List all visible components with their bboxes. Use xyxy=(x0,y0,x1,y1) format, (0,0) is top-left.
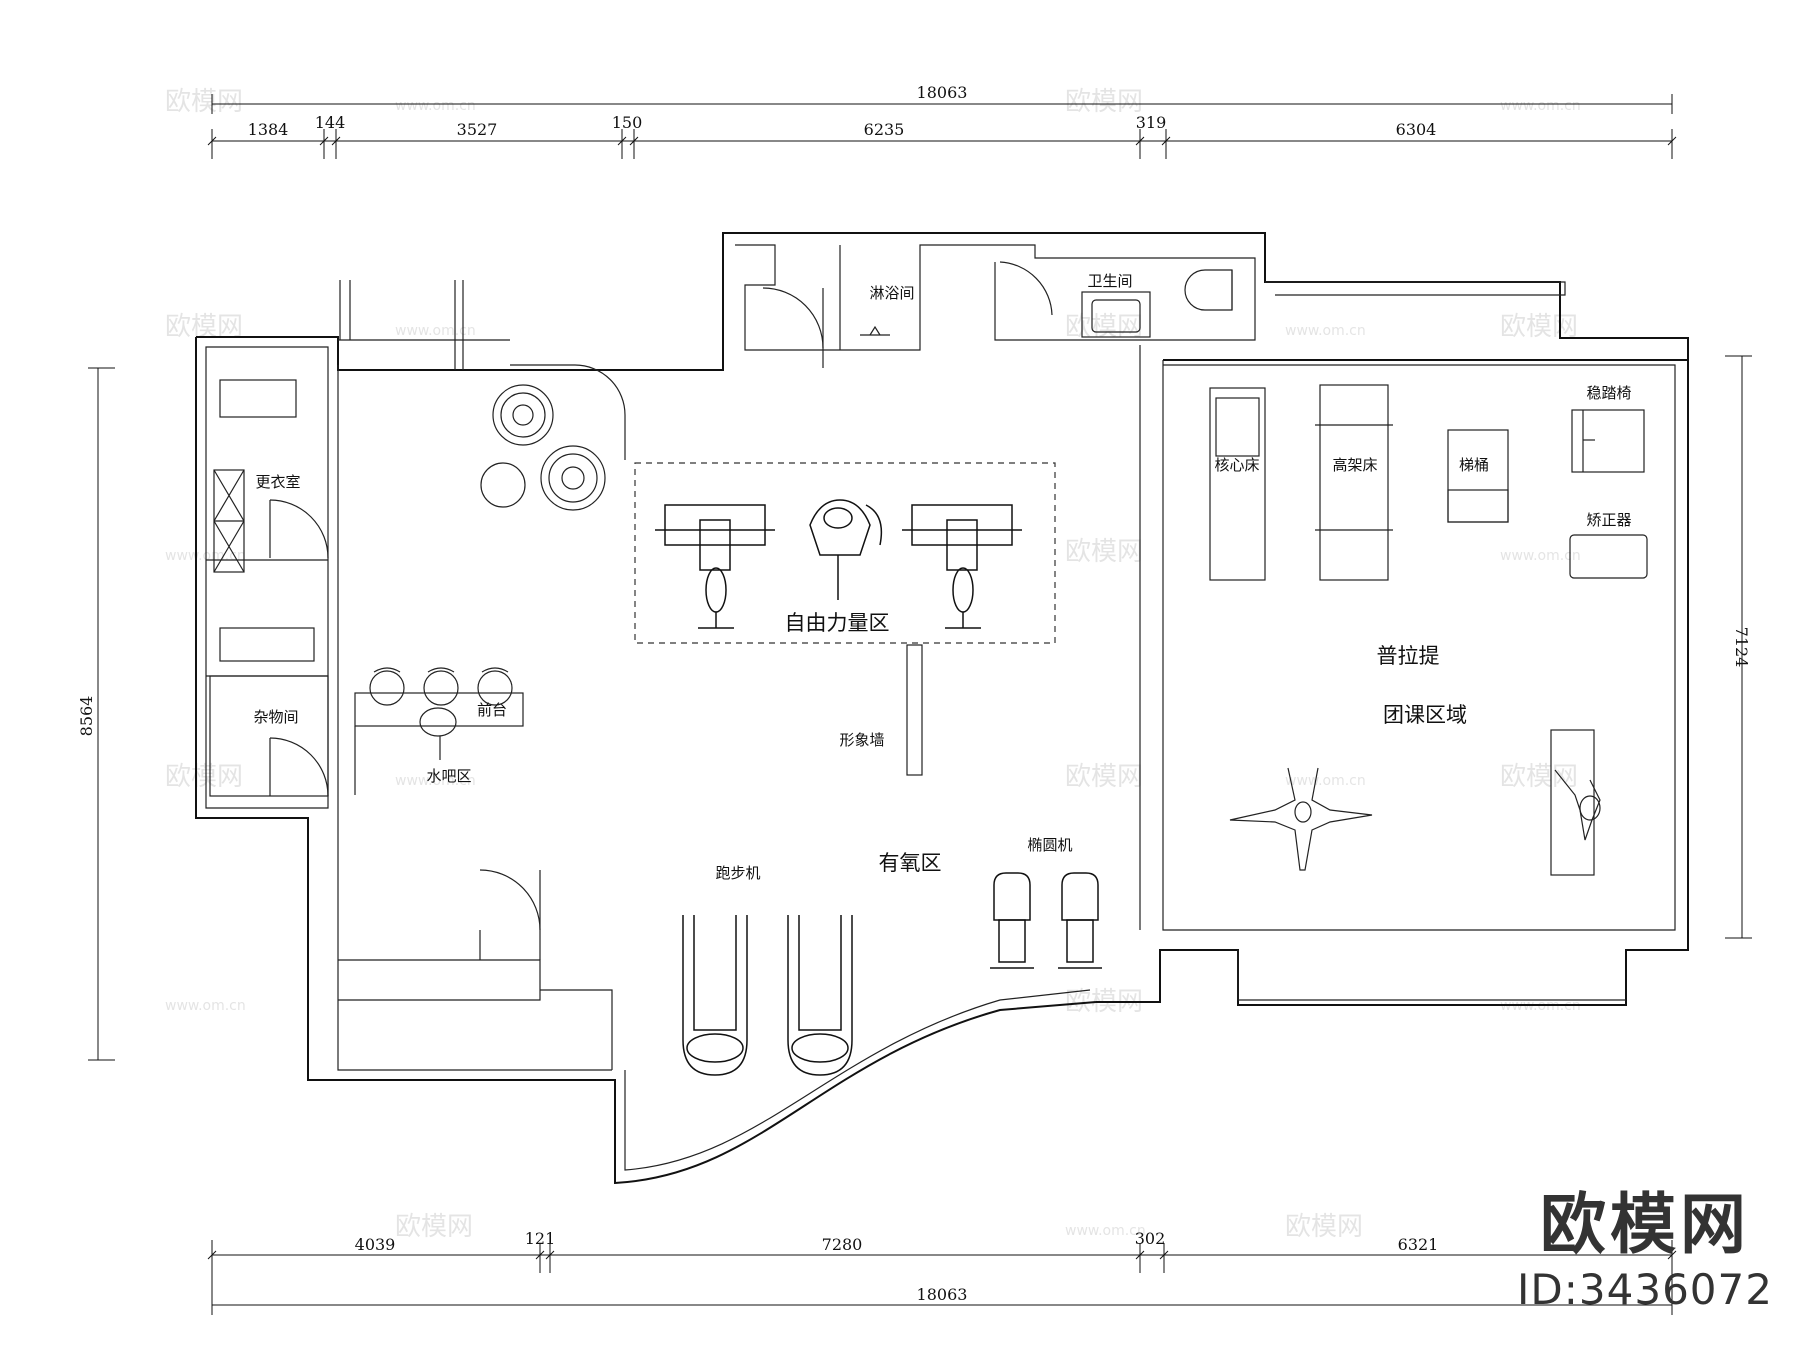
brand-name: 欧模网 xyxy=(1540,1186,1750,1263)
entrance-doors xyxy=(338,280,626,460)
watermark-tile: www.om.cn xyxy=(395,773,476,789)
core-bed xyxy=(1209,387,1266,581)
dim-left: 8564 xyxy=(77,696,96,737)
watermark-tile: 欧模网 xyxy=(165,762,243,792)
dim-bottom-total: 18063 xyxy=(917,1285,968,1304)
dim-top-3: 3527 xyxy=(457,120,498,139)
barrel xyxy=(1447,429,1509,523)
watermark-tile: www.om.cn xyxy=(395,323,476,339)
stability-chair xyxy=(1571,409,1645,473)
image-wall xyxy=(906,644,923,776)
label-core-bed: 核心床 xyxy=(1214,456,1259,474)
dim-top-2: 144 xyxy=(315,113,346,132)
label-treadmill: 跑步机 xyxy=(715,864,760,882)
watermark-tile: 欧模网 xyxy=(1065,87,1143,117)
dim-bottom-4: 302 xyxy=(1135,1229,1166,1248)
label-front-desk: 前台 xyxy=(477,701,507,719)
watermark-tile: www.om.cn xyxy=(1285,773,1366,789)
label-shower: 淋浴间 xyxy=(869,284,914,302)
weight-machine-1 xyxy=(655,504,775,629)
cadillac xyxy=(1315,384,1393,581)
dim-top-6: 319 xyxy=(1136,113,1167,132)
left-dimension-line xyxy=(88,367,115,1061)
right-dimension-line xyxy=(1725,355,1752,939)
watermark-tile: 欧模网 xyxy=(1065,537,1143,567)
weight-machine-3 xyxy=(902,504,1022,629)
label-image-wall: 形象墙 xyxy=(839,731,884,749)
top-dimension-lines xyxy=(207,94,1677,159)
watermark-tile: www.om.cn xyxy=(1065,1223,1146,1239)
pilates-room xyxy=(1139,281,1688,1001)
bottom-dimension-lines xyxy=(207,1240,1677,1315)
label-changing-room: 更衣室 xyxy=(255,473,300,491)
dim-bottom-5: 6321 xyxy=(1398,1235,1439,1254)
dim-top-4: 150 xyxy=(612,113,643,132)
watermark-tile: www.om.cn xyxy=(165,548,246,564)
dim-top-5: 6235 xyxy=(864,120,905,139)
watermark-tile: www.om.cn xyxy=(1500,98,1581,114)
watermark-tile: 欧模网 xyxy=(1065,762,1143,792)
dim-top-total: 18063 xyxy=(917,83,968,102)
label-restroom: 卫生间 xyxy=(1087,272,1132,290)
label-elliptical: 椭圆机 xyxy=(1027,836,1072,854)
dim-right: 7124 xyxy=(1732,627,1751,668)
brand-watermark: 欧模网 ID:3436072 xyxy=(1510,1185,1780,1315)
model-id: ID:3436072 xyxy=(1517,1265,1773,1314)
watermark-tile: 欧模网 xyxy=(165,87,243,117)
label-stability-chair: 稳踏椅 xyxy=(1586,384,1631,402)
dim-bottom-1: 4039 xyxy=(355,1235,396,1254)
elliptical-machines xyxy=(990,872,1102,969)
storage-room xyxy=(209,675,329,797)
label-free-weights: 自由力量区 xyxy=(785,611,890,635)
shower-room xyxy=(735,244,985,368)
dim-top-7: 6304 xyxy=(1396,120,1437,139)
dim-bottom-2: 121 xyxy=(525,1229,556,1248)
watermark-layer: 欧模网 www.om.cn 欧模网 www.om.cn 欧模网 www.om.cn 欧模网 w… xyxy=(165,87,1581,1242)
dim-bottom-3: 7280 xyxy=(822,1235,863,1254)
label-group-class: 团课区域 xyxy=(1383,703,1467,727)
label-water-bar: 水吧区 xyxy=(426,767,471,785)
watermark-tile: 欧模网 xyxy=(395,1212,473,1242)
water-bar-area xyxy=(338,384,613,1070)
weight-machine-2 xyxy=(809,499,883,600)
label-corrector: 矫正器 xyxy=(1586,511,1631,529)
pilates-figure-1 xyxy=(1229,767,1373,871)
watermark-tile: www.om.cn xyxy=(1285,323,1366,339)
exterior-walls xyxy=(195,232,1689,1185)
label-barrel: 梯桶 xyxy=(1459,456,1489,474)
treadmills xyxy=(682,915,853,1076)
dim-top-1: 1384 xyxy=(248,120,289,139)
label-cadillac: 高架床 xyxy=(1332,456,1377,474)
label-storage: 杂物间 xyxy=(253,708,298,726)
watermark-tile: www.om.cn xyxy=(1500,548,1581,564)
label-pilates: 普拉提 xyxy=(1377,644,1440,668)
changing-room xyxy=(206,379,329,677)
watermark-tile: www.om.cn xyxy=(395,98,476,114)
free-weights-zone xyxy=(634,462,1056,644)
watermark-tile: 欧模网 xyxy=(1500,762,1578,792)
watermark-tile: www.om.cn xyxy=(165,998,246,1014)
label-cardio: 有氧区 xyxy=(879,851,942,875)
corrector xyxy=(1569,534,1648,579)
watermark-tile: 欧模网 xyxy=(1285,1212,1363,1242)
pilates-figure-2 xyxy=(1550,729,1601,876)
restroom xyxy=(985,244,1256,341)
